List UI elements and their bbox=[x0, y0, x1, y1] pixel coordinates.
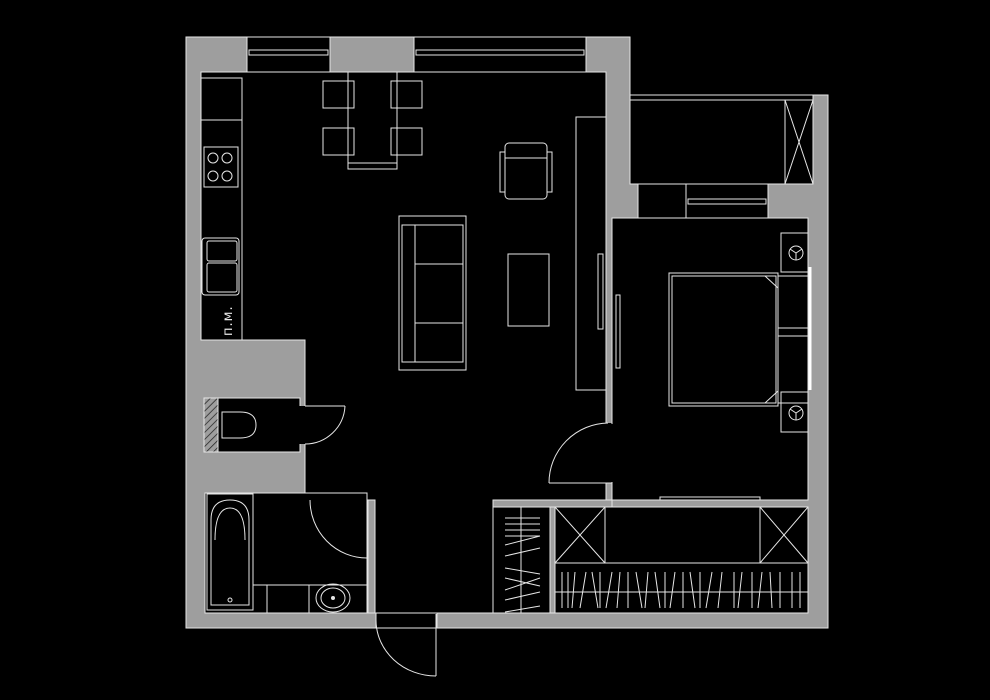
bedroom-door bbox=[492, 422, 613, 614]
wardrobe-sliding-doors bbox=[612, 496, 808, 501]
sliding-door-panel bbox=[597, 253, 604, 330]
bathroom bbox=[204, 492, 368, 614]
balcony-cabinet bbox=[784, 99, 814, 185]
chair bbox=[322, 80, 355, 109]
toilet-bowl bbox=[221, 411, 257, 439]
chair bbox=[322, 127, 355, 156]
bedroom-wardrobe bbox=[554, 506, 809, 614]
washbasin bbox=[315, 583, 351, 613]
toilet-door-opening bbox=[298, 406, 308, 444]
tv-console bbox=[575, 116, 607, 391]
installation-shaft bbox=[203, 397, 219, 453]
closet-hangers bbox=[504, 507, 541, 613]
entrance-door[interactable] bbox=[375, 612, 438, 677]
balcony-niche bbox=[637, 183, 687, 219]
dining-table bbox=[347, 71, 398, 170]
dishwasher-label: п.м. bbox=[221, 305, 236, 336]
chair bbox=[390, 80, 423, 109]
nightstand-lamp-icon bbox=[780, 232, 809, 273]
bathtub bbox=[206, 493, 254, 611]
sofa bbox=[398, 215, 467, 371]
bathroom-door bbox=[309, 499, 376, 614]
bathroom-door-opening bbox=[304, 494, 310, 502]
bathroom-counter bbox=[253, 584, 367, 613]
bed bbox=[668, 272, 809, 407]
armchair bbox=[499, 142, 553, 200]
cooktop-icon bbox=[203, 146, 239, 188]
kitchen-counter bbox=[200, 77, 243, 341]
bedroom bbox=[611, 217, 809, 501]
toilet-room bbox=[203, 397, 301, 453]
wardrobe-hanging-rail bbox=[555, 562, 808, 609]
window-2 bbox=[413, 36, 587, 73]
window-1 bbox=[246, 36, 331, 73]
wardrobe-corner-unit bbox=[759, 506, 809, 564]
balcony bbox=[629, 94, 814, 185]
coffee-table bbox=[507, 253, 550, 327]
toilet-door bbox=[304, 405, 346, 445]
chair bbox=[390, 127, 423, 156]
window-balcony bbox=[685, 183, 769, 219]
balcony-cabinet-cross bbox=[784, 99, 814, 185]
nightstand-lamp-icon bbox=[780, 391, 809, 433]
sliding-door-panel bbox=[615, 294, 621, 369]
bedroom-door-opening-2 bbox=[606, 424, 614, 482]
sink-icon bbox=[201, 237, 240, 296]
